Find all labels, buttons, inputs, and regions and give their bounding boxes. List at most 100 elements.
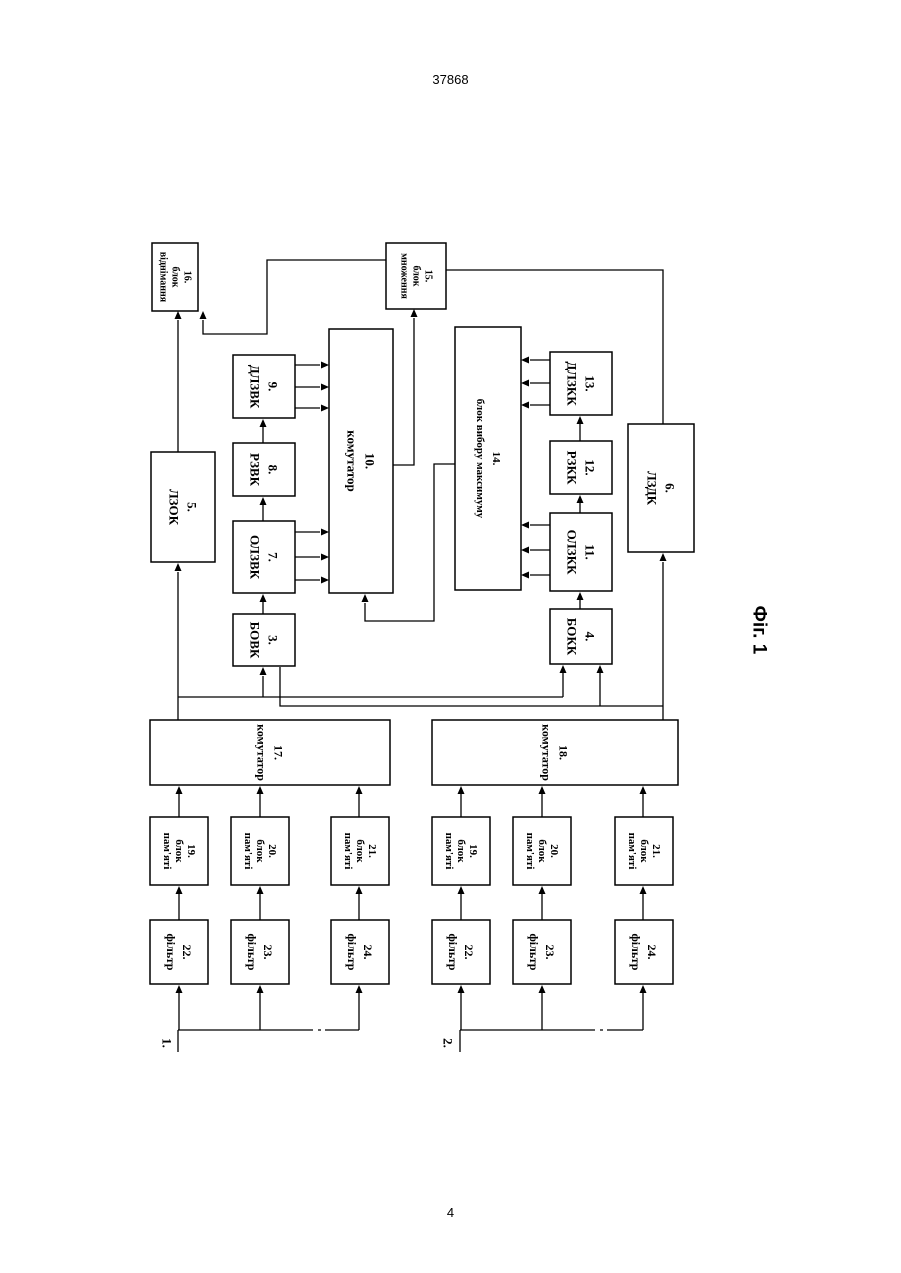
block-number-b12: 12. xyxy=(583,459,598,475)
block-label-b15: множення xyxy=(399,253,410,299)
block-number-m20b: 20. xyxy=(548,844,560,858)
arrowhead xyxy=(260,594,267,602)
arrowhead xyxy=(521,357,529,364)
arrowhead xyxy=(458,985,465,993)
block-label-b16: блок xyxy=(170,266,181,287)
arrowhead xyxy=(521,402,529,409)
block-b18 xyxy=(432,720,678,785)
block-label-b6: ЛЗДК xyxy=(645,471,660,506)
block-number-b14: 14. xyxy=(490,452,502,466)
arrowhead xyxy=(176,886,183,894)
block-label-m19a: блок xyxy=(173,839,185,863)
block-label-b12: РЗКК xyxy=(565,451,580,485)
block-label-m21b: пам'яті xyxy=(626,833,638,870)
arrowhead xyxy=(260,667,267,675)
block-label-f23a: фільтр xyxy=(245,934,259,971)
arrowhead xyxy=(577,416,584,424)
block-number-b10: 10. xyxy=(363,453,378,469)
arrowhead xyxy=(321,529,329,536)
page-footer-number: 4 xyxy=(0,1205,901,1220)
arrowhead xyxy=(458,886,465,894)
block-label-b17: комутатор xyxy=(255,724,269,781)
block-f22a xyxy=(150,920,208,984)
block-label-m19a: пам'яті xyxy=(161,833,173,870)
block-label-m19b: блок xyxy=(455,839,467,863)
arrowhead xyxy=(356,786,363,794)
block-f24a xyxy=(331,920,389,984)
block-label-b18: комутатор xyxy=(540,724,554,781)
arrowhead xyxy=(260,497,267,505)
arrowhead xyxy=(577,495,584,503)
block-number-b7: 7. xyxy=(266,552,281,562)
block-label-m20a: блок xyxy=(254,839,266,863)
arrowhead xyxy=(539,886,546,894)
arrowhead xyxy=(362,594,369,602)
block-number-m21b: 21. xyxy=(650,844,662,858)
arrowhead xyxy=(321,362,329,369)
block-f23b xyxy=(513,920,571,984)
arrowhead xyxy=(539,786,546,794)
block-number-b5: 5. xyxy=(185,502,200,512)
arrowhead xyxy=(640,985,647,993)
figure-caption: Фіг. 1 xyxy=(749,606,770,655)
block-number-f23b: 23. xyxy=(543,945,557,960)
arrowhead xyxy=(175,311,182,319)
arrowhead xyxy=(577,592,584,600)
input-label-2: 2. xyxy=(441,1038,456,1048)
blocks xyxy=(150,243,694,984)
arrowhead xyxy=(321,384,329,391)
arrowhead xyxy=(257,786,264,794)
block-b3 xyxy=(233,614,295,666)
block-number-b9: 9. xyxy=(266,382,281,392)
block-number-f23a: 23. xyxy=(261,945,275,960)
block-b17 xyxy=(150,720,390,785)
arrowhead xyxy=(640,886,647,894)
block-number-m20a: 20. xyxy=(266,844,278,858)
block-b13 xyxy=(550,352,612,415)
wire xyxy=(393,318,414,465)
block-label-b14: блок вибору максимуму xyxy=(474,399,486,519)
block-label-m20b: блок xyxy=(536,839,548,863)
block-f23a xyxy=(231,920,289,984)
block-label-m19b: пам'яті xyxy=(443,833,455,870)
arrowhead xyxy=(176,985,183,993)
block-label-b10: комутатор xyxy=(345,430,360,492)
block-label-f23b: фільтр xyxy=(527,934,541,971)
block-number-b16: 16. xyxy=(182,271,193,284)
block-b7 xyxy=(233,521,295,593)
arrowhead xyxy=(175,563,182,571)
block-label-m20a: пам'яті xyxy=(242,833,254,870)
block-number-b17: 17. xyxy=(272,745,286,760)
block-f22b xyxy=(432,920,490,984)
block-label-f24b: фільтр xyxy=(629,934,643,971)
block-label-m21a: пам'яті xyxy=(342,833,354,870)
block-number-b18: 18. xyxy=(557,745,571,760)
block-b10 xyxy=(329,329,393,593)
arrowhead xyxy=(458,786,465,794)
block-number-b3: 3. xyxy=(266,635,281,645)
arrowhead xyxy=(321,577,329,584)
block-label-b5: ЛЗОК xyxy=(167,489,182,526)
block-label-b8: РЗВК xyxy=(248,453,263,487)
block-label-m20b: пам'яті xyxy=(524,833,536,870)
block-b4 xyxy=(550,609,612,664)
block-label-m21b: блок xyxy=(638,839,650,863)
arrowhead xyxy=(356,985,363,993)
block-number-b6: 6. xyxy=(663,483,678,493)
input-label-1: 1. xyxy=(160,1038,175,1048)
arrowhead xyxy=(560,665,567,673)
block-label-b16: віднімання xyxy=(158,252,169,303)
block-number-b8: 8. xyxy=(266,465,281,475)
block-b12 xyxy=(550,441,612,494)
block-number-f24a: 24. xyxy=(361,945,375,960)
block-b9 xyxy=(233,355,295,418)
arrowhead xyxy=(640,786,647,794)
block-number-f24b: 24. xyxy=(645,945,659,960)
block-number-b13: 13. xyxy=(583,375,598,391)
arrowhead xyxy=(411,309,418,317)
block-label-b13: ДЛЗКК xyxy=(565,361,580,406)
block-label-b4: БОКК xyxy=(565,618,580,656)
arrowhead xyxy=(521,522,529,529)
block-label-b9: ДЛЗВК xyxy=(248,365,263,409)
